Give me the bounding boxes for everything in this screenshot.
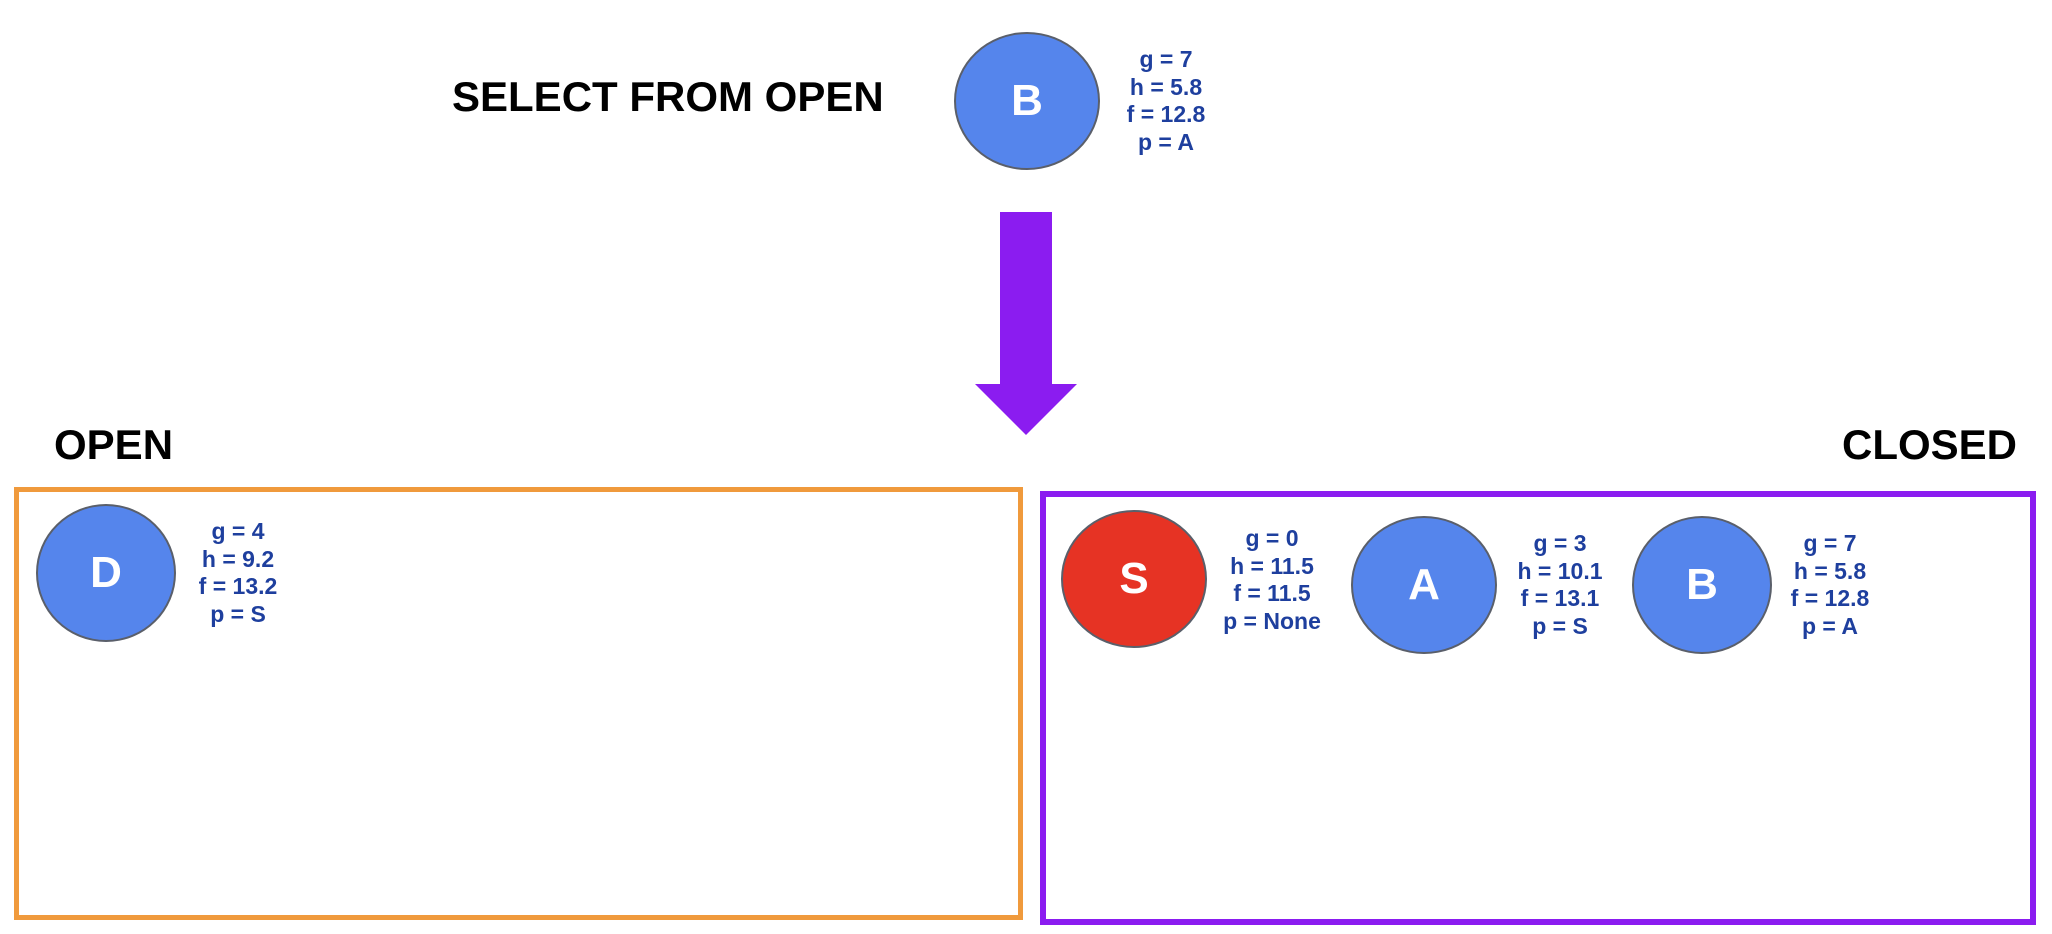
closed-node-a-stats: g = 3 h = 10.1 f = 13.1 p = S [1512, 530, 1608, 640]
closed-heading: CLOSED [1842, 421, 2018, 468]
stat-h: h = 10.1 [1517, 557, 1603, 584]
arrow-shape [975, 212, 1077, 435]
open-node-d: D [36, 504, 176, 642]
stat-g: g = 0 [1245, 525, 1299, 551]
closed-node-b: B [1632, 516, 1772, 654]
selected-node-b: B [954, 32, 1100, 170]
select-from-open-heading: SELECT FROM OPEN [452, 73, 884, 120]
stat-p: p = S [210, 600, 266, 627]
node-label: D [90, 548, 122, 597]
selected-node-stats: g = 7 h = 5.8 f = 12.8 p = A [1118, 46, 1214, 156]
node-label: S [1119, 554, 1149, 603]
stat-p: p = S [1532, 612, 1588, 639]
node-label: A [1408, 560, 1440, 609]
closed-node-s: S [1061, 510, 1207, 648]
stat-f: f = 13.2 [198, 573, 278, 599]
stat-f: f = 11.5 [1233, 580, 1311, 606]
closed-list-box [1040, 491, 2036, 925]
stat-g: g = 4 [211, 518, 265, 544]
stat-g: g = 7 [1139, 46, 1193, 72]
closed-node-b-stats: g = 7 h = 5.8 f = 12.8 p = A [1782, 530, 1878, 640]
node-label: B [1686, 560, 1718, 609]
stat-g: g = 3 [1533, 530, 1587, 556]
stat-h: h = 9.2 [201, 545, 275, 572]
stat-p: p = None [1223, 607, 1321, 634]
stat-p: p = A [1801, 612, 1859, 639]
stat-h: h = 5.8 [1129, 73, 1203, 100]
open-node-d-stats: g = 4 h = 9.2 f = 13.2 p = S [190, 518, 286, 628]
closed-node-a: A [1351, 516, 1497, 654]
stat-g: g = 7 [1803, 530, 1857, 556]
open-list-box [14, 487, 1023, 920]
node-label: B [1011, 76, 1043, 125]
stat-f: f = 13.1 [1520, 585, 1600, 611]
stat-h: h = 5.8 [1793, 557, 1867, 584]
stat-h: h = 11.5 [1230, 552, 1314, 579]
closed-node-s-stats: g = 0 h = 11.5 f = 11.5 p = None [1216, 525, 1328, 635]
stat-f: f = 12.8 [1126, 101, 1206, 127]
stat-p: p = A [1137, 128, 1195, 155]
open-heading: OPEN [54, 421, 174, 468]
stat-f: f = 12.8 [1790, 585, 1870, 611]
